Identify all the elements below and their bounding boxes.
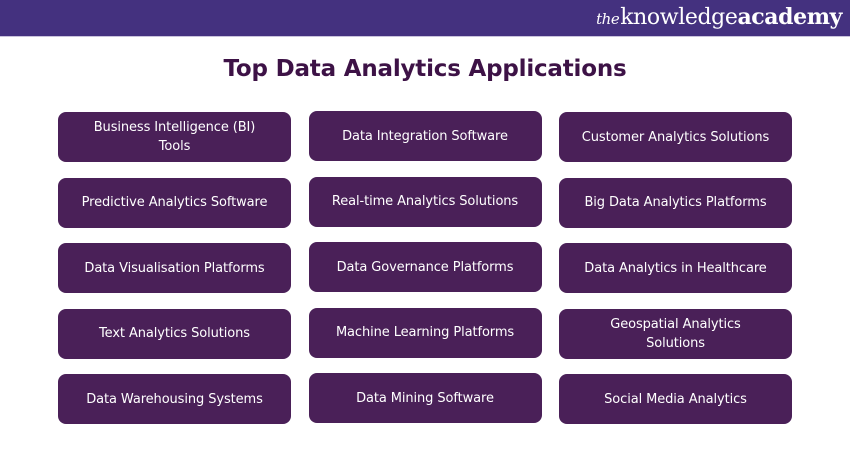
page-title: Top Data Analytics Applications — [223, 56, 627, 82]
header-bar: the knowledge academy — [0, 0, 850, 37]
application-card-business-intelligence: Business Intelligence (BI) Tools — [58, 112, 291, 162]
application-card-data-governance: Data Governance Platforms — [308, 242, 542, 292]
application-card-big-data-analytics: Big Data Analytics Platforms — [559, 177, 792, 228]
application-card-data-integration: Data Integration Software — [308, 111, 542, 161]
brand-logo-prefix: the — [596, 10, 620, 28]
brand-logo-word-academy: academy — [737, 4, 842, 30]
application-card-predictive-analytics: Predictive Analytics Software — [58, 177, 291, 228]
application-card-text-analytics: Text Analytics Solutions — [58, 308, 291, 359]
brand-logo: the knowledge academy — [596, 4, 842, 32]
brand-logo-word-knowledge: knowledge — [620, 5, 738, 30]
application-card-geospatial-analytics: Geospatial Analytics Solutions — [559, 308, 792, 359]
application-card-customer-analytics: Customer Analytics Solutions — [559, 112, 792, 162]
application-card-data-warehousing: Data Warehousing Systems — [58, 374, 291, 424]
application-card-data-visualisation: Data Visualisation Platforms — [58, 243, 291, 293]
application-card-social-media-analytics: Social Media Analytics — [559, 374, 792, 424]
application-card-healthcare-analytics: Data Analytics in Healthcare — [559, 243, 792, 293]
application-card-data-mining: Data Mining Software — [308, 373, 542, 423]
applications-grid: Business Intelligence (BI) Tools Data In… — [58, 111, 792, 424]
application-card-real-time-analytics: Real-time Analytics Solutions — [308, 176, 542, 227]
application-card-machine-learning: Machine Learning Platforms — [308, 307, 542, 358]
